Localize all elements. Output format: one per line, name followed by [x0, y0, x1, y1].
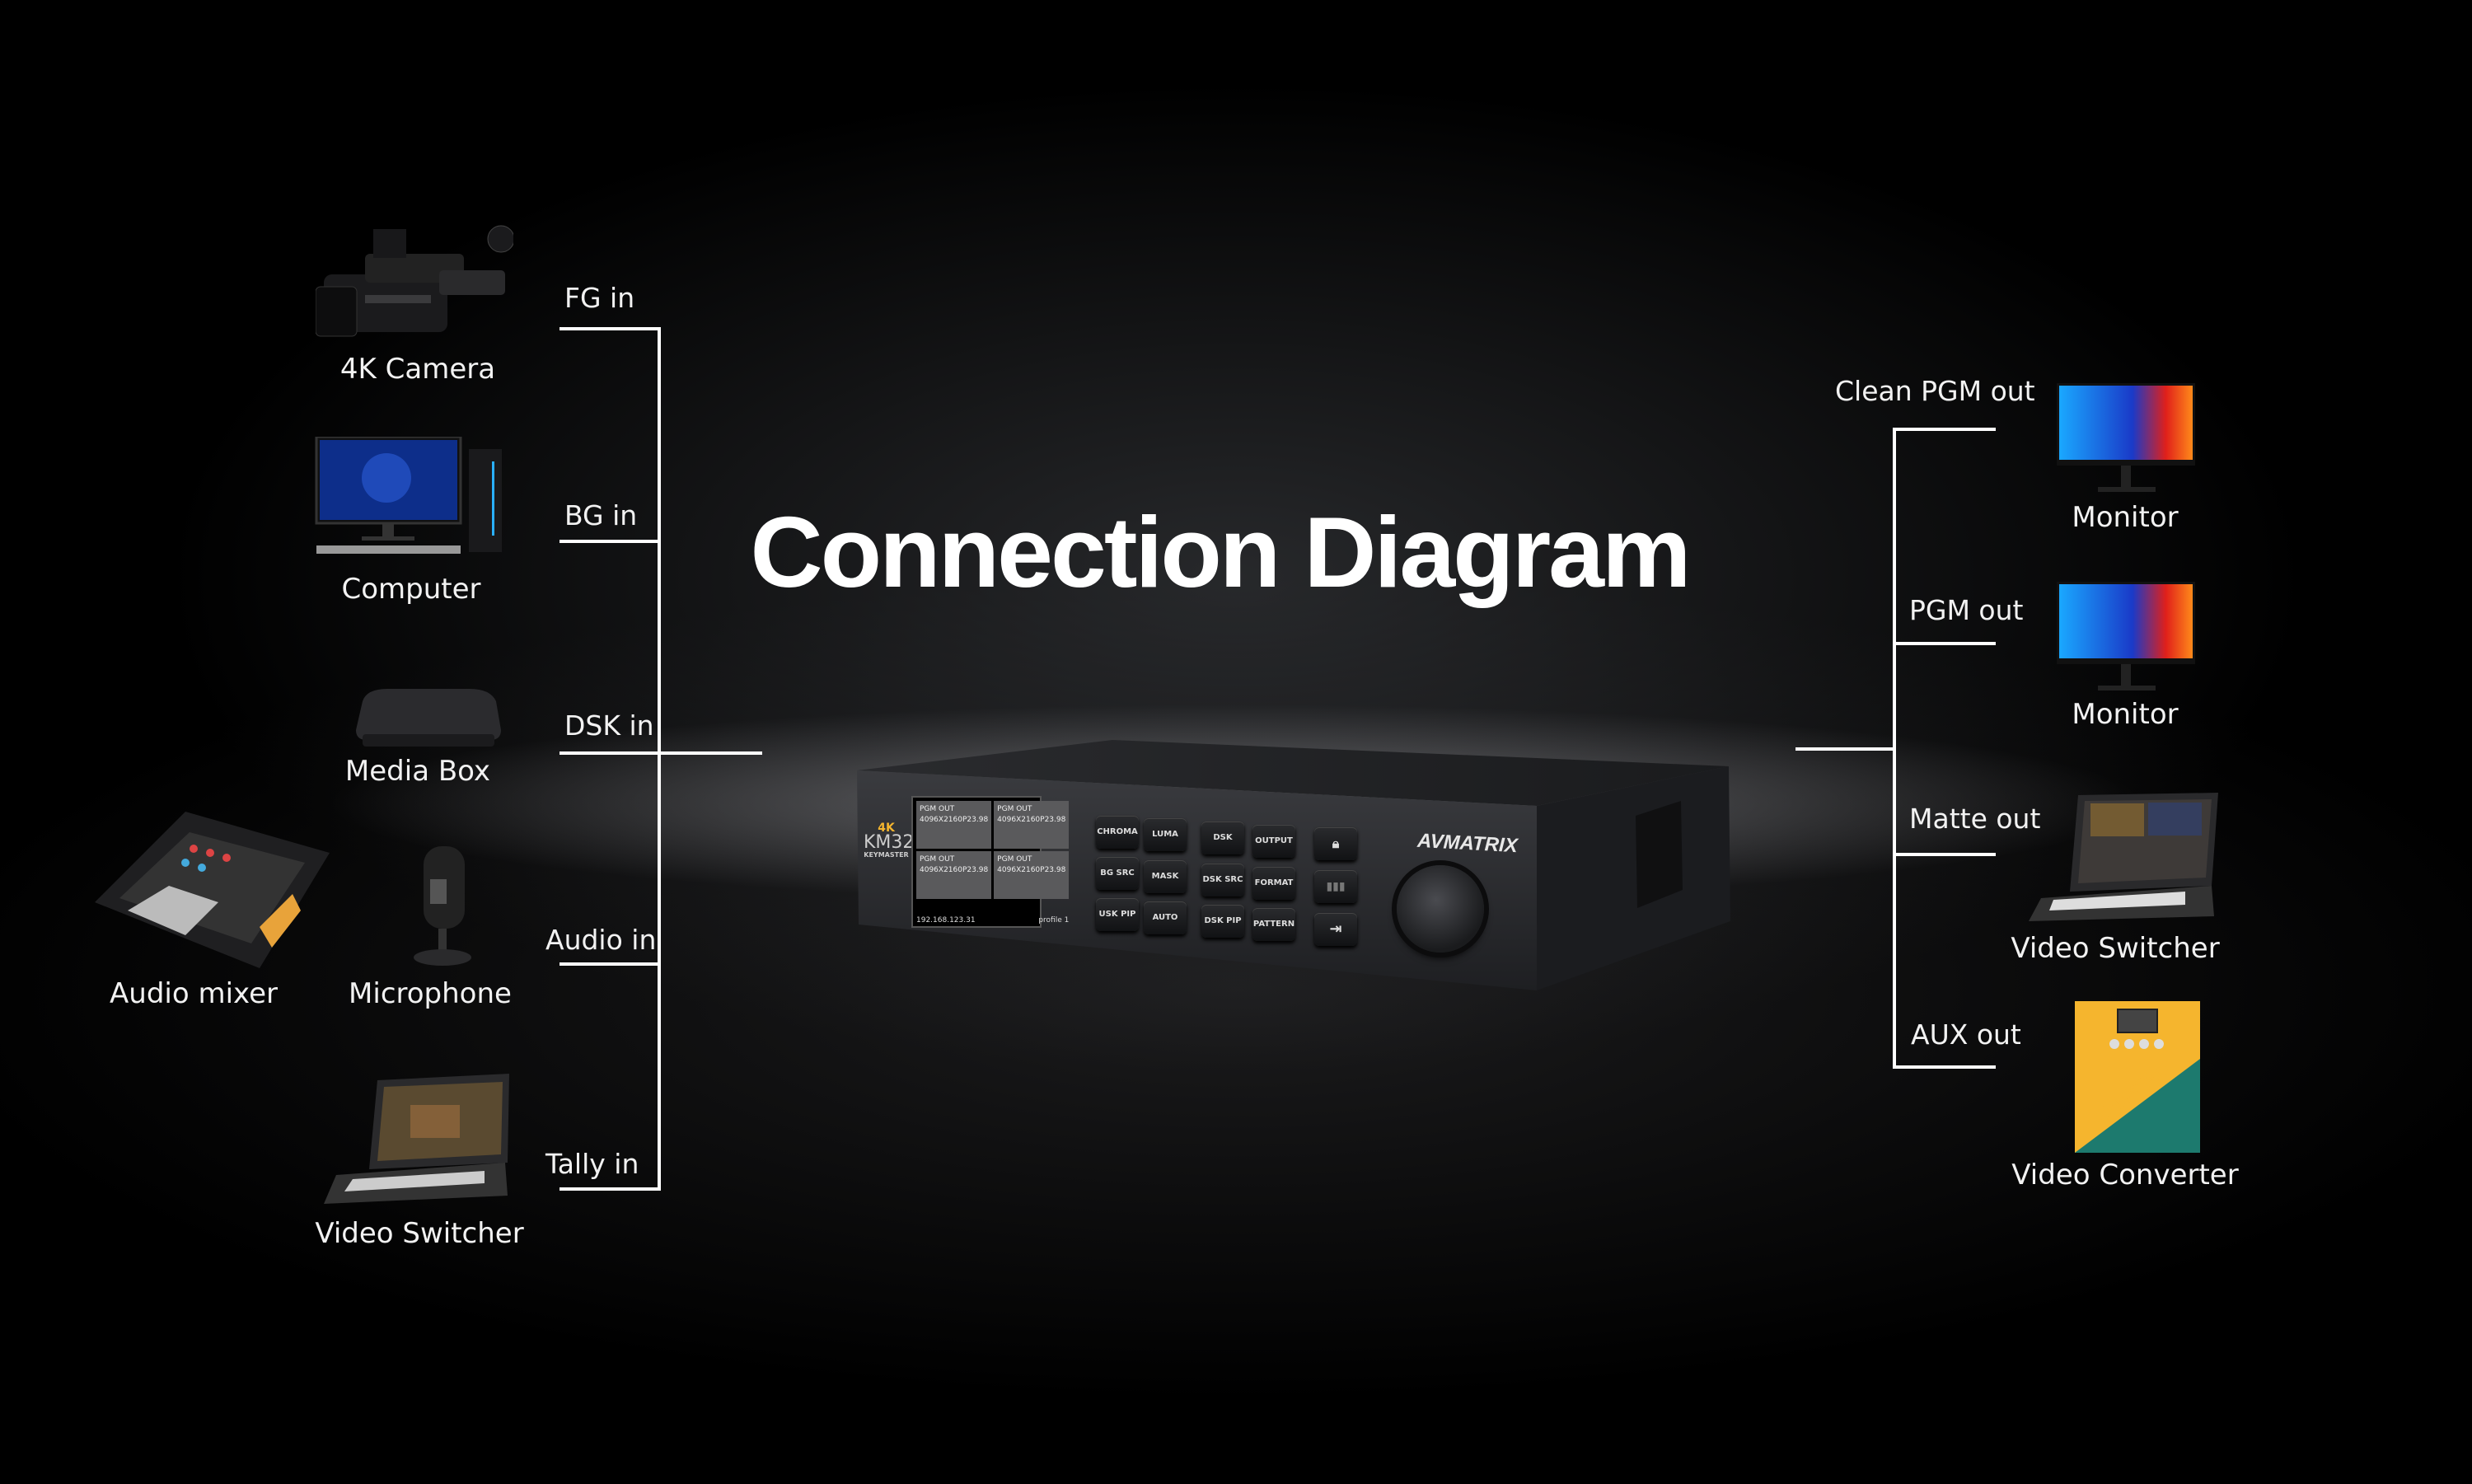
connector-fg-in	[559, 327, 660, 330]
model-name: KM32	[864, 832, 915, 853]
video-switcher-icon	[324, 1074, 509, 1204]
port-label-matte-out: Matte out	[1909, 803, 2041, 835]
waveform-icon: ▮▮▮	[1326, 880, 1346, 893]
connector-matte-out	[1893, 853, 1996, 856]
format-button[interactable]: FORMAT	[1252, 867, 1295, 900]
lock-button[interactable]: 🔒︎	[1314, 827, 1357, 860]
video-converter-icon: AVMATRIX	[2075, 1001, 2200, 1153]
video-switcher-icon	[2029, 793, 2218, 921]
exit-icon: ⇥	[1329, 920, 1342, 938]
mask-button[interactable]: MASK	[1144, 860, 1187, 893]
dsk-pip-button[interactable]: DSK PIP	[1201, 905, 1244, 938]
port-label-bg-in: BG in	[564, 499, 638, 531]
screen-ip: 192.168.123.31	[916, 916, 976, 925]
input-bus-line	[658, 327, 661, 1191]
connector-pgm-out	[1893, 642, 1996, 645]
device-label-video-converter: Video Converter	[2011, 1159, 2239, 1191]
port-label-dsk-in: DSK in	[564, 709, 654, 742]
connector-dsk-in	[559, 751, 762, 755]
port-label-tally-in: Tally in	[545, 1148, 639, 1180]
output-main-line	[1795, 747, 1896, 751]
dsk-src-button[interactable]: DSK SRC	[1201, 864, 1244, 896]
media-box-icon	[356, 689, 501, 747]
microphone-icon	[414, 846, 471, 966]
connector-tally-in	[559, 1187, 660, 1191]
device-label-audio-mixer: Audio mixer	[110, 977, 278, 1010]
device-label-microphone: Microphone	[349, 977, 512, 1010]
model-subtitle: KEYMASTER	[864, 851, 909, 859]
model-badge: 4K	[878, 822, 895, 835]
device-label-monitor-2: Monitor	[2072, 698, 2179, 731]
device-label-media-box: Media Box	[344, 755, 491, 788]
bg-src-button[interactable]: BG SRC	[1096, 857, 1139, 890]
screen-profile: profile 1	[1038, 916, 1070, 925]
port-label-audio-in: Audio in	[545, 924, 657, 956]
auto-button[interactable]: AUTO	[1144, 901, 1187, 934]
device-label-monitor-1: Monitor	[2072, 501, 2179, 534]
control-knob[interactable]	[1397, 865, 1484, 953]
port-label-clean-pgm-out: Clean PGM out	[1835, 375, 2035, 407]
device-label-video-switcher: Video Switcher	[315, 1217, 524, 1250]
device-label-computer: Computer	[341, 573, 481, 606]
camera-icon	[316, 225, 513, 337]
connector-clean-pgm-out	[1893, 428, 1996, 431]
output-button[interactable]: OUTPUT	[1252, 825, 1295, 858]
chroma-button[interactable]: CHROMA	[1096, 816, 1139, 849]
audio-mixer-icon	[95, 812, 330, 968]
audio-button[interactable]: ▮▮▮	[1314, 870, 1357, 903]
connector-aux-out	[1893, 1065, 1996, 1069]
device-label-4k-camera: 4K Camera	[339, 353, 496, 386]
lock-icon: 🔒︎	[1332, 836, 1340, 851]
connector-bg-in	[559, 540, 660, 543]
connector-audio-in	[559, 962, 660, 966]
page-title: Connection Diagram	[750, 496, 1691, 608]
output-bus-line	[1893, 428, 1896, 1069]
model-logo: 4K KM32 KEYMASTER	[864, 822, 915, 859]
port-label-aux-out: AUX out	[1911, 1018, 2021, 1051]
pattern-button[interactable]: PATTERN	[1252, 908, 1295, 941]
monitor-icon	[2057, 582, 2195, 691]
usk-pip-button[interactable]: USK PIP	[1096, 898, 1139, 931]
exit-button[interactable]: ⇥	[1314, 913, 1357, 946]
computer-icon	[315, 437, 502, 554]
monitor-icon	[2057, 383, 2195, 492]
luma-button[interactable]: LUMA	[1144, 818, 1187, 851]
device-label-video-switcher-out: Video Switcher	[2011, 932, 2220, 965]
port-label-fg-in: FG in	[564, 282, 635, 314]
port-label-pgm-out: PGM out	[1909, 594, 2024, 626]
dsk-button[interactable]: DSK	[1201, 822, 1244, 854]
